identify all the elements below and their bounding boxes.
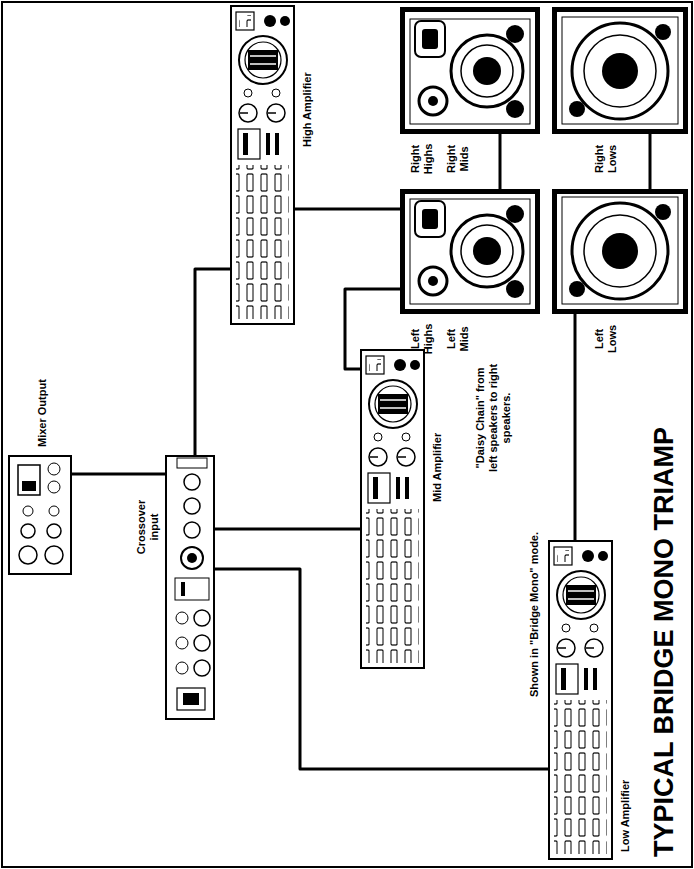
box-label: Left Highs bbox=[409, 317, 435, 361]
speaker-cable bbox=[499, 134, 502, 189]
box-label: Crossover input bbox=[135, 496, 161, 558]
box-label: Right Highs bbox=[409, 135, 435, 183]
speaker-cable bbox=[295, 208, 400, 211]
mixer-unit: Mixer Output bbox=[8, 455, 72, 575]
box-label: Mixer Output bbox=[36, 379, 49, 447]
amplifier-drawing bbox=[554, 547, 608, 854]
speaker-cable bbox=[195, 269, 230, 455]
crossover-drawing bbox=[175, 458, 210, 710]
crossover-unit: Crossover input bbox=[165, 455, 215, 720]
speaker-cable bbox=[72, 473, 165, 476]
amplifier-drawing bbox=[236, 12, 290, 319]
speaker-cabinet: Right Lows bbox=[552, 7, 688, 134]
speaker-cable bbox=[345, 289, 400, 369]
speaker-cable bbox=[649, 134, 652, 189]
amplifier-drawing bbox=[366, 356, 420, 663]
box-label: Low Amplifier bbox=[619, 780, 632, 852]
amplifier-unit: High Amplifier bbox=[230, 5, 295, 325]
amplifier-unit: Mid Amplifier bbox=[360, 349, 425, 669]
box-label: Mid Amplifier bbox=[431, 433, 444, 502]
speaker-drawing bbox=[410, 199, 530, 304]
amplifier-unit: Low Amplifier bbox=[548, 540, 613, 860]
speaker-cable bbox=[215, 528, 360, 531]
box-label: Right Mids bbox=[445, 135, 471, 183]
box-label: Right Lows bbox=[593, 135, 619, 183]
box-label: Left Lows bbox=[593, 317, 619, 361]
speaker-cabinet: Right HighsRight Mids bbox=[400, 7, 540, 134]
diagram-title: TYPICAL BRIDGE MONO TRIAMP bbox=[648, 427, 680, 857]
box-label: High Amplifier bbox=[301, 72, 314, 147]
mixer-drawing bbox=[18, 463, 63, 564]
speaker-cable bbox=[215, 569, 548, 769]
speaker-cable bbox=[574, 314, 577, 540]
note-text: "Daisy Chain" from left speakers to righ… bbox=[474, 362, 513, 474]
speaker-cabinet: Left HighsLeft Mids bbox=[400, 189, 540, 314]
speaker-drawing bbox=[410, 19, 530, 124]
speaker-drawing bbox=[562, 197, 678, 304]
note-text: Shown in "Bridge Mono" mode. bbox=[528, 532, 541, 697]
speaker-drawing bbox=[562, 17, 678, 124]
box-label: Left Mids bbox=[445, 317, 471, 361]
speaker-cabinet: Left Lows bbox=[552, 189, 688, 314]
